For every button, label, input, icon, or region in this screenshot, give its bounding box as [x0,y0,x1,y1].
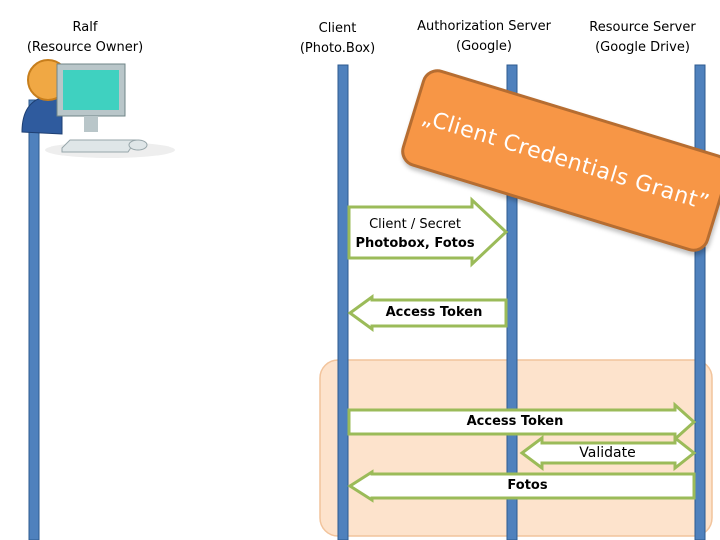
actor-authorization-server: Authorization Server (Google) [400,17,568,57]
message-text: Client / Secret [369,217,461,232]
actor-name: Authorization Server [417,19,551,34]
actor-role: (Resource Owner) [26,40,144,55]
lifeline-client [337,64,349,540]
actor-role: (Photo.Box) [299,41,376,56]
message-access-token-2: Access Token [466,414,564,429]
actor-role: (Google) [456,39,512,54]
actor-role: (Google Drive) [595,40,690,55]
lifeline-resource-owner [28,99,40,540]
actor-name: Ralf [72,20,98,35]
actor-client: Client (Photo.Box) [275,19,400,59]
message-text-bold: Photobox, Fotos [355,236,475,251]
message-validate: Validate [579,445,636,461]
arrow-validate [519,434,697,472]
actor-name: Client [318,21,357,36]
arrow-client-secret [347,196,509,268]
message-fotos: Fotos [507,478,548,493]
arrow-access-token-1 [347,294,508,332]
arrow-access-token-2 [347,401,697,443]
lifeline-resource-server [694,64,706,540]
message-access-token-1: Access Token [385,305,483,320]
arrow-fotos [347,469,696,503]
actor-resource-server: Resource Server (Google Drive) [575,18,710,58]
actor-resource-owner: Ralf (Resource Owner) [10,18,160,58]
message-client-secret: Client / Secret Photobox, Fotos [352,215,478,253]
user-computer-icon [21,59,175,158]
actor-name: Resource Server [589,20,696,35]
